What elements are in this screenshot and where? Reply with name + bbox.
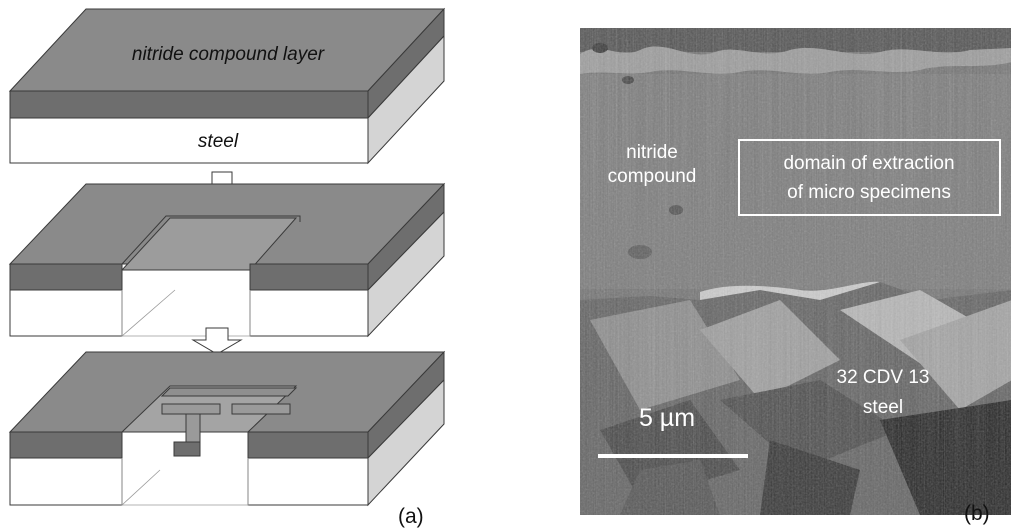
nitride-layer-label: nitride compound layer xyxy=(132,44,325,65)
extraction-domain-label-1: domain of extraction xyxy=(783,153,954,174)
steel-layer-label: steel xyxy=(198,131,239,152)
extraction-domain-label-2: of micro specimens xyxy=(787,182,951,203)
down-arrow-2 xyxy=(191,327,243,355)
specimen-arm-right xyxy=(231,403,291,415)
block3-cut-edge xyxy=(121,469,161,506)
scale-bar-label: 5 µm xyxy=(639,404,695,432)
block3-steel-front-r xyxy=(247,457,369,506)
block2-nitride-front-r xyxy=(249,263,369,291)
micrograph-panel: nitride compound domain of extraction of… xyxy=(580,28,1011,525)
block3-cut-outline xyxy=(121,458,249,506)
block1-nitride-front xyxy=(9,90,369,119)
specimen-arm-left xyxy=(161,403,221,415)
block2-cut-outline xyxy=(121,290,251,337)
scale-bar xyxy=(598,454,748,458)
nitride-compound-label-2: compound xyxy=(608,166,697,187)
block-plain: nitride compound layer steel xyxy=(8,7,446,165)
block3-nitride-front-l xyxy=(9,431,123,459)
block-specimen xyxy=(8,350,446,507)
steel-grade-label-2: steel xyxy=(863,397,903,418)
block2-recess-floor xyxy=(120,217,298,271)
specimen-head xyxy=(173,441,201,457)
block2-steel-front-l xyxy=(9,289,123,337)
block3-nitride-front-r xyxy=(247,431,369,459)
caption-b: (b) xyxy=(964,502,990,525)
specimen-stem xyxy=(185,413,201,443)
block2-steel-front-r xyxy=(249,289,369,337)
block-milled xyxy=(8,182,446,338)
block2-cut-edge xyxy=(121,289,176,337)
left-panel: nitride compound layer steel xyxy=(8,7,446,528)
block3-steel-front-l xyxy=(9,457,123,506)
block1-steel-side xyxy=(367,34,445,165)
sem-micrograph xyxy=(580,28,1011,515)
block2-nitride-front xyxy=(9,263,123,291)
block3-frame xyxy=(160,387,298,397)
nitride-compound-label-1: nitride xyxy=(626,142,678,163)
extraction-domain-box xyxy=(738,139,1001,216)
block3-steel-side xyxy=(367,378,445,507)
block2-steel-side xyxy=(367,210,445,338)
caption-a: (a) xyxy=(398,505,424,528)
block1-steel-front xyxy=(9,117,369,164)
steel-grade-label-1: 32 CDV 13 xyxy=(837,367,930,388)
